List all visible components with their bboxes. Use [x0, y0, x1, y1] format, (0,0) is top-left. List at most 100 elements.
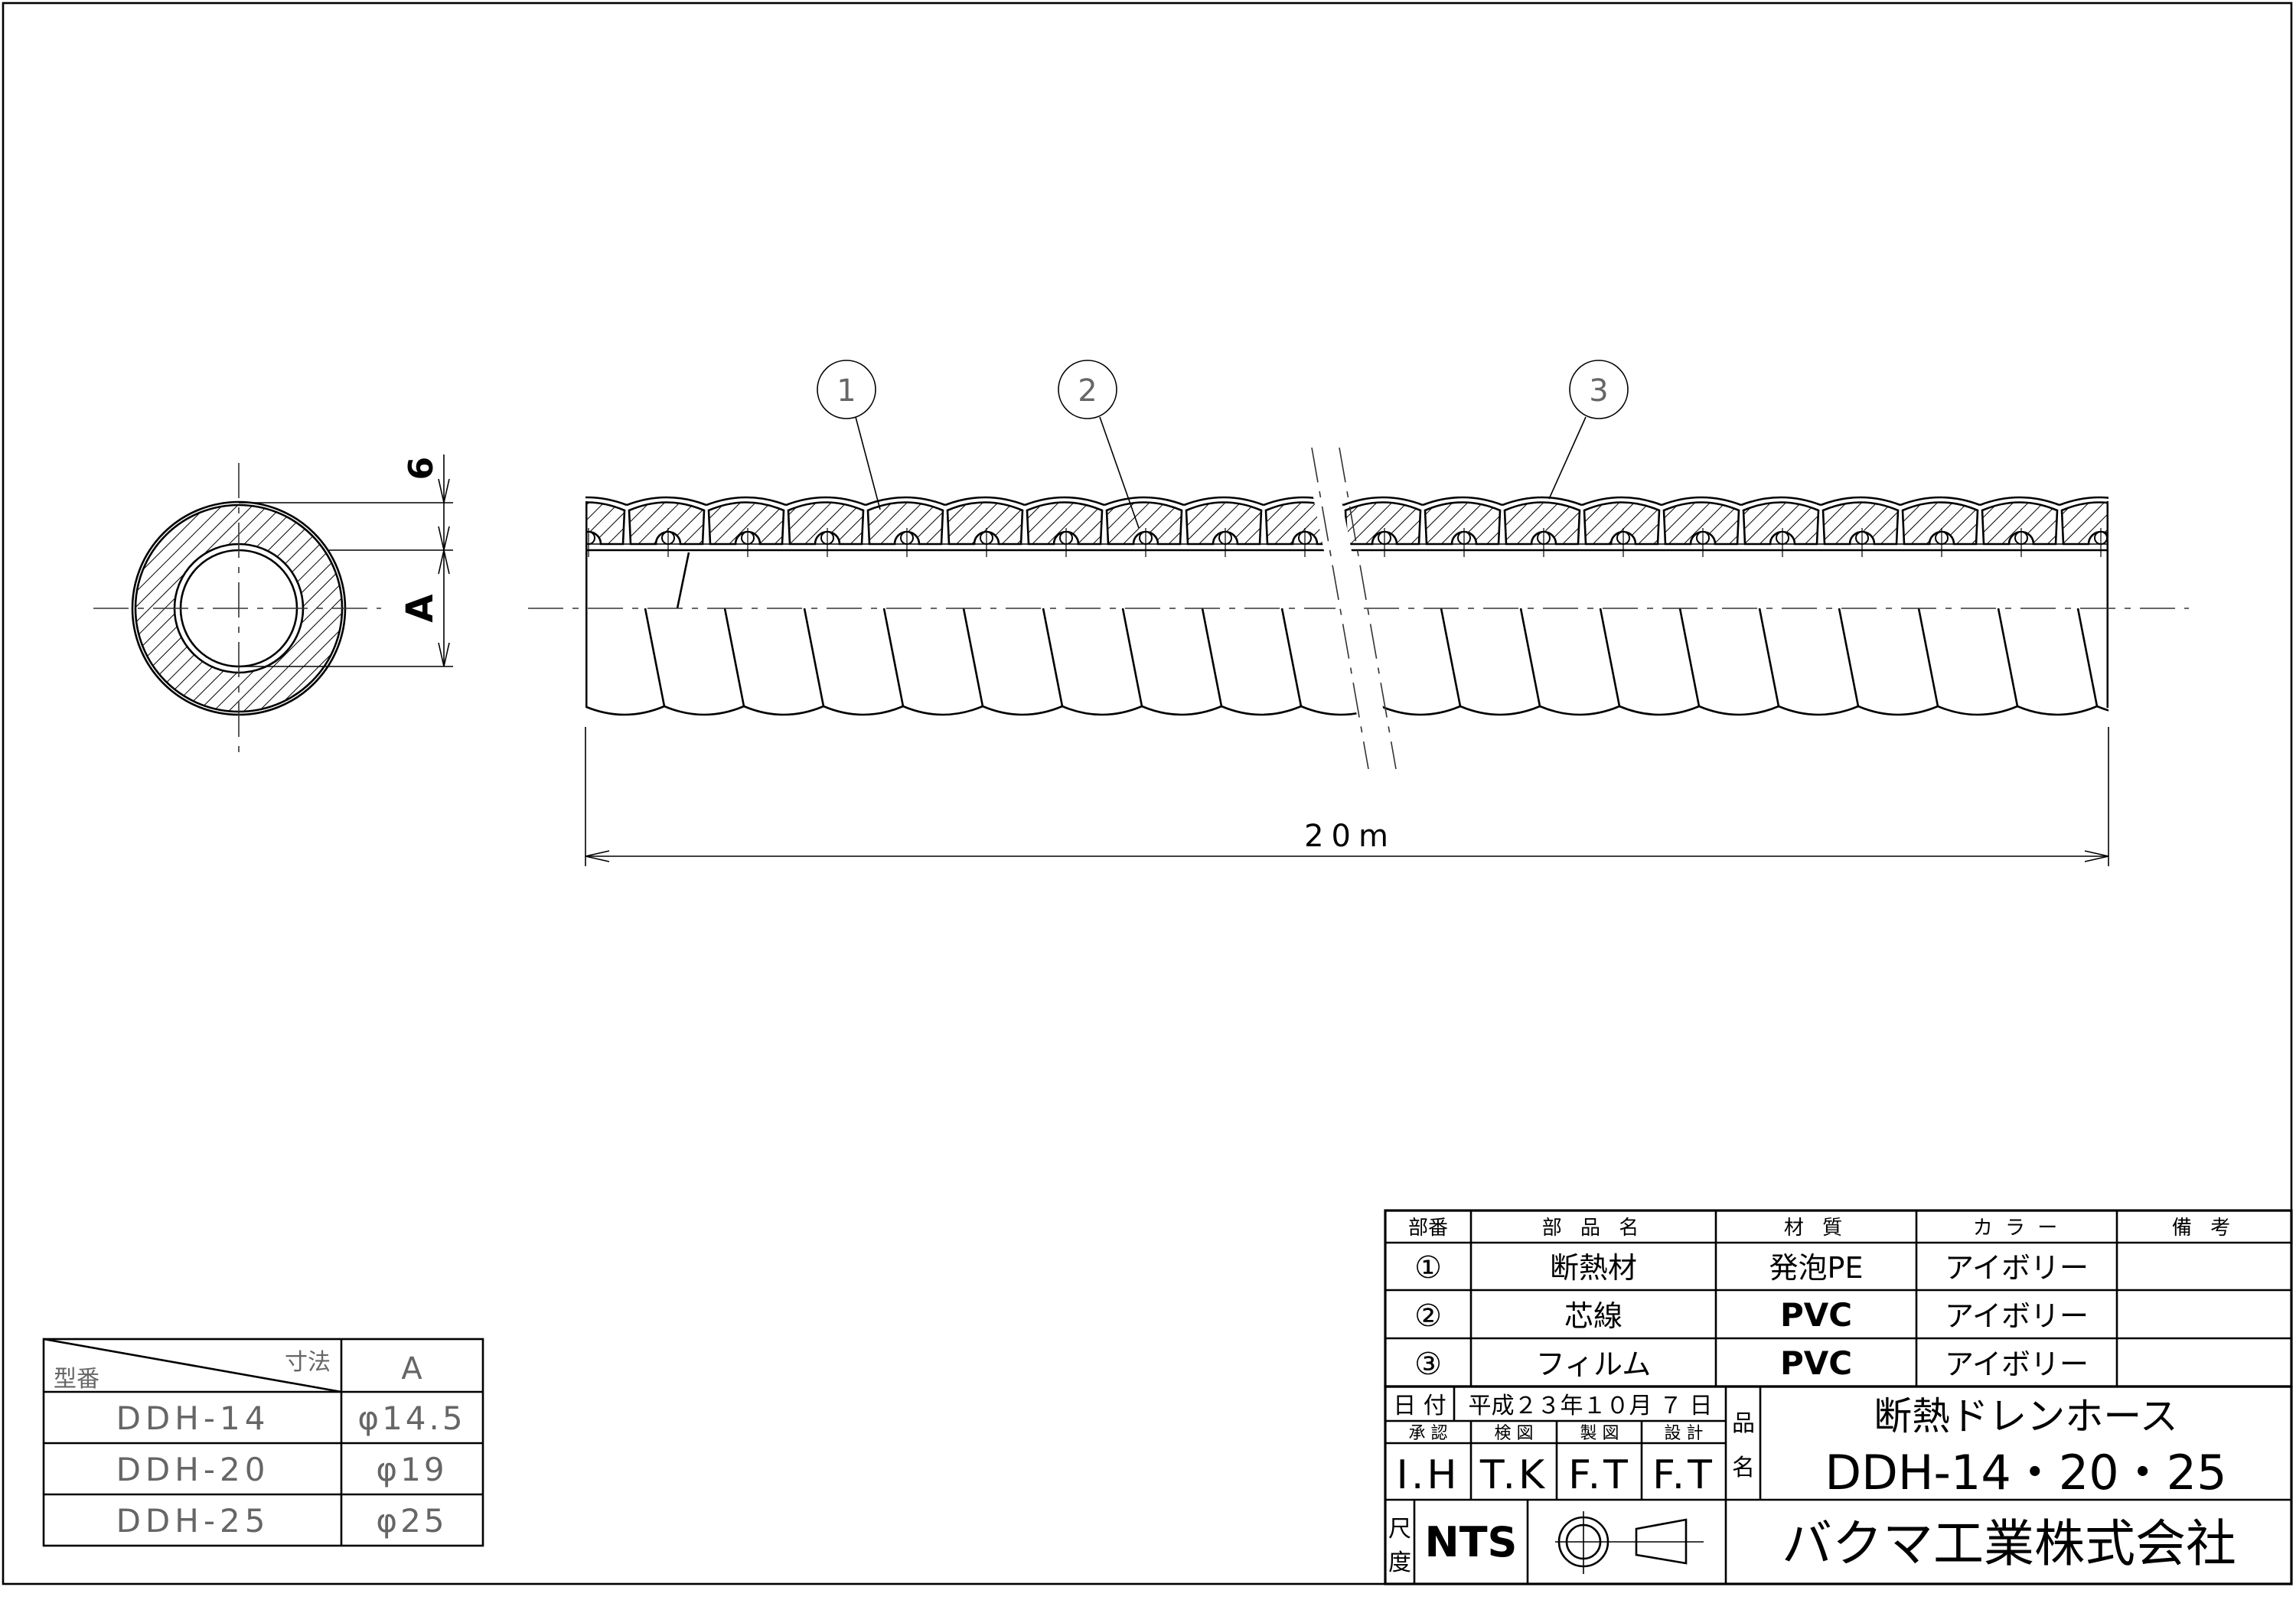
role-designed: 設 計 [1665, 1424, 1704, 1443]
header-col-a: A [401, 1351, 422, 1387]
spiral-seam [1201, 608, 1223, 707]
spiral-seam [644, 608, 666, 707]
film-outline [1740, 496, 1821, 507]
balloon-1: 1 [817, 360, 881, 510]
product-name: 断熱ドレンホース [1874, 1394, 2178, 1439]
spiral-seam [1838, 608, 1860, 707]
film-outline [1900, 496, 1981, 507]
header-part-no: 部番 [1408, 1217, 1448, 1240]
cross-section-view: 6 A [93, 455, 453, 754]
balloon-2: 2 [1058, 360, 1140, 529]
arrowhead [438, 478, 450, 667]
insulation-segment [707, 501, 785, 546]
spiral-seam [1917, 608, 1939, 707]
spiral-seam [1599, 608, 1621, 707]
bottom-bulge [2096, 705, 2108, 712]
spiral-seam [1121, 608, 1143, 707]
spiral-seam [1440, 608, 1462, 707]
film-outline [2059, 496, 2108, 507]
bottom-bulge [2017, 705, 2098, 716]
insulation-segment [1185, 501, 1263, 546]
insulation-segment [1503, 501, 1581, 546]
bottom-bulge [585, 705, 665, 716]
break-line [1311, 447, 1369, 770]
header-part-name: 部 品 名 [1542, 1217, 1645, 1240]
hose-body [585, 496, 2219, 716]
film-outline [585, 496, 628, 507]
insulation-segment [1981, 501, 2059, 546]
part-name: 芯線 [1564, 1299, 1623, 1333]
date-value: 平成２３年１０月 ７ 日 [1468, 1393, 1712, 1419]
spiral-seam [1280, 608, 1303, 707]
scale-label: 度 [1388, 1549, 1411, 1576]
hose-side-view: 1 2 3 20m [528, 360, 2219, 866]
film-outline [1661, 496, 1742, 507]
product-label: 品 [1732, 1410, 1755, 1437]
film-outline [785, 496, 866, 507]
bottom-bulge [1221, 705, 1302, 716]
insulation-segment [1583, 501, 1661, 546]
svg-text:2: 2 [1078, 373, 1097, 409]
film-outline [1979, 496, 2060, 507]
spiral-seam [1758, 608, 1780, 707]
insulation-segment [1901, 501, 1979, 546]
spiral-seam [723, 608, 745, 707]
parts-list-table: 部番 部 品 名 材 質 カ ラ ー 備 考 ① 断熱材 発泡PE アイボリー … [1384, 1209, 2293, 1388]
header-dimension: 寸法 [285, 1349, 331, 1376]
title-block: 日 付 平成２３年１０月 ７ 日 承 認 検 図 製 図 設 計 I.H T.K… [1384, 1385, 2293, 1585]
date-label: 日 付 [1393, 1393, 1446, 1419]
film-outline [944, 496, 1026, 507]
film-outline [706, 496, 787, 507]
balloon-3: 3 [1548, 360, 1629, 500]
svg-text:3: 3 [1589, 373, 1608, 409]
part-material: 発泡PE [1769, 1251, 1864, 1285]
film-outline [1422, 496, 1503, 507]
film-outline [2139, 497, 2219, 505]
product-label: 名 [1732, 1455, 1755, 1481]
size-row-a: φ19 [376, 1451, 447, 1488]
part-no: ② [1414, 1299, 1442, 1334]
size-row-model: DDH-14 [116, 1400, 270, 1437]
film-outline [865, 496, 946, 507]
bottom-bulge [902, 705, 983, 716]
bottom-bulge [1857, 705, 1939, 716]
film-outline [1581, 496, 1662, 507]
part-color: アイボリー [1945, 1299, 2089, 1333]
bottom-bulge [982, 705, 1063, 716]
company-name: バクマ工業株式会社 [1782, 1514, 2236, 1573]
insulation-segment [787, 501, 865, 546]
signature-drawn: F.T [1568, 1452, 1631, 1498]
insulation-segment [1344, 501, 1422, 546]
bottom-bulge [1698, 705, 1779, 716]
spiral-seam [676, 552, 690, 609]
insulation-segment [2060, 501, 2108, 546]
size-row-model: DDH-20 [116, 1451, 270, 1488]
role-drawn: 製 図 [1580, 1424, 1619, 1443]
part-name: 断熱材 [1550, 1251, 1637, 1285]
bottom-bulge [1619, 705, 1700, 716]
spiral-seam [585, 705, 586, 706]
part-name: フィルム [1536, 1347, 1651, 1381]
third-angle-projection-icon [1555, 1511, 1704, 1574]
spiral-seam [882, 608, 905, 707]
bottom-bulge [1380, 705, 1461, 716]
header-material: 材 質 [1784, 1217, 1848, 1240]
core-wire [2174, 532, 2187, 544]
scale-label: 尺 [1388, 1516, 1411, 1543]
insulation-segment [866, 501, 944, 546]
dimension-thickness-label: 6 [402, 457, 441, 481]
bottom-bulge [1937, 705, 2018, 716]
part-color: アイボリー [1945, 1347, 2089, 1381]
insulation-segment [1742, 501, 1820, 546]
film-outline [626, 496, 707, 507]
part-no: ① [1414, 1250, 1442, 1286]
bottom-bulge [1778, 705, 1859, 716]
part-color: アイボリー [1945, 1251, 2089, 1285]
spiral-seam [803, 608, 825, 707]
insulation-segment [2141, 503, 2216, 545]
film-outline [1024, 496, 1105, 507]
role-checked: 検 図 [1495, 1424, 1534, 1443]
insulation-segment [946, 501, 1024, 546]
